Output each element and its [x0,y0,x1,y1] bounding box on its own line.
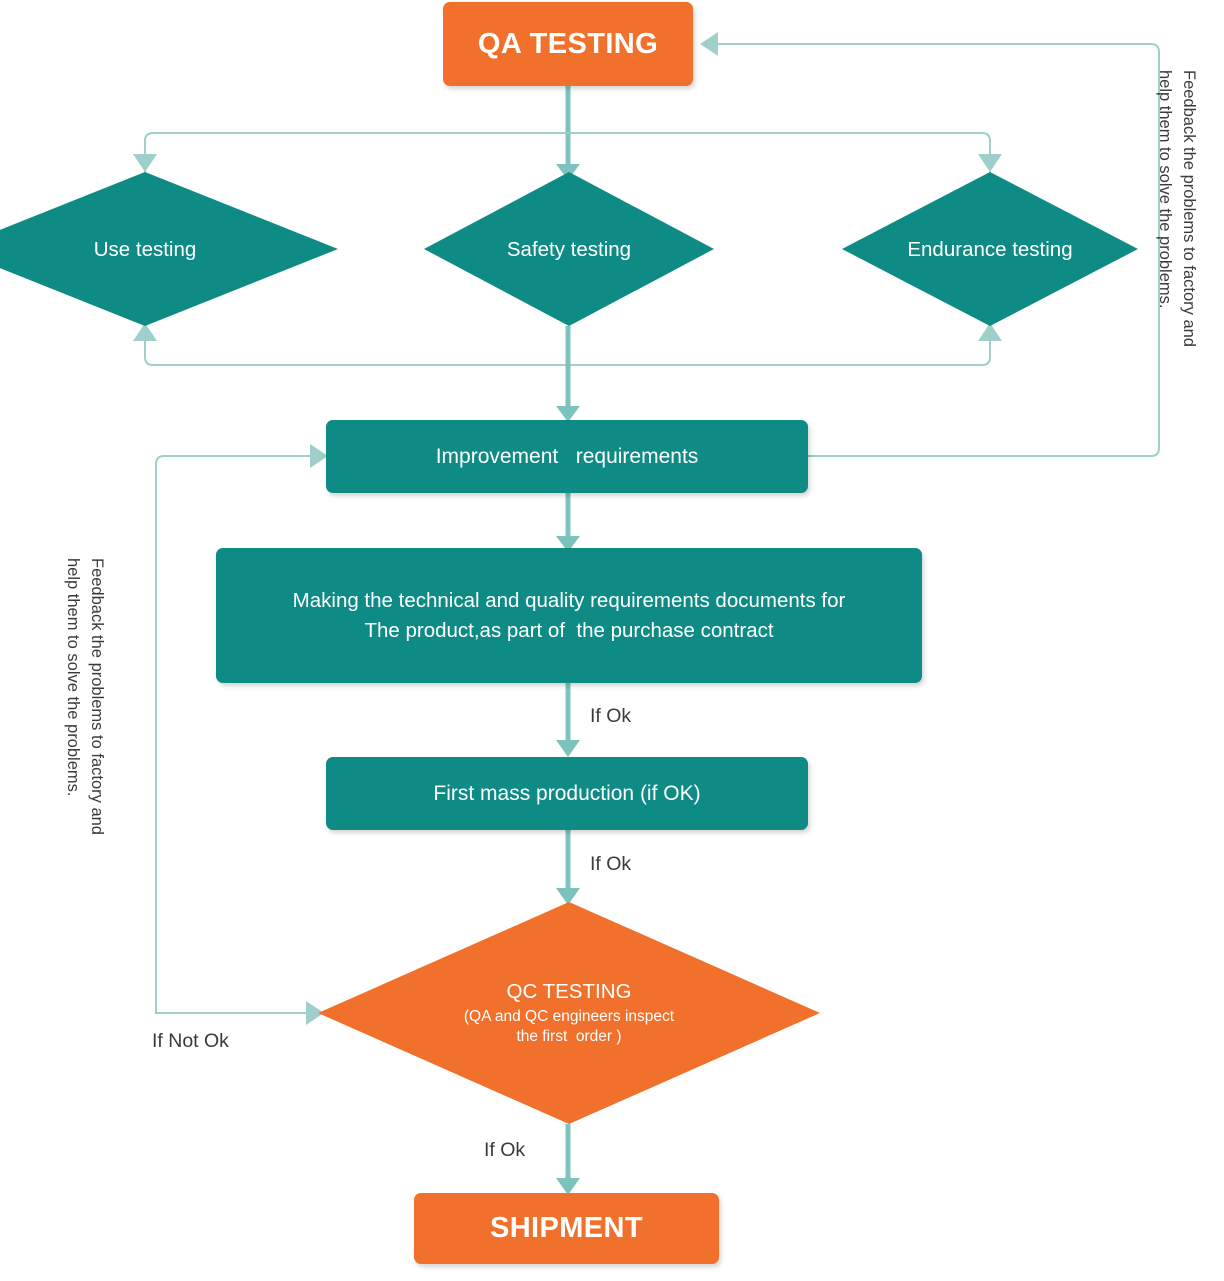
edge-bottom-return-rail [144,336,991,366]
edge-qa-split-rail [144,132,991,175]
node-qa-testing-label: QA TESTING [477,27,659,60]
node-first-mass-production[interactable]: First mass production (if OK) [326,757,808,830]
edge-label-qc-to-shipment: If Ok [484,1139,526,1161]
edge-label-documents-to-production: If Ok [590,705,632,727]
node-endurance-testing[interactable]: Endurance testing [842,172,1138,326]
edge-qc-notok-to-improvement [155,455,318,1014]
edge-label-qc-not-ok: If Not Ok [152,1030,229,1052]
node-safety-testing[interactable]: Safety testing [424,172,714,326]
node-endurance-testing-label: Endurance testing [907,237,1073,261]
arrow-into-use-testing [133,154,157,172]
node-shipment-label: SHIPMENT [489,1212,644,1244]
edge-production-to-qc [556,830,580,905]
node-improvement-requirements-label: Improvement requirements [435,444,699,468]
edge-qc-to-shipment [556,1124,580,1195]
node-first-mass-production-label: First mass production (if OK) [433,781,701,805]
edge-label-production-to-qc: If Ok [590,853,632,875]
node-use-testing-label: Use testing [93,237,197,261]
node-documents-line-2: The product,as part of the purchase cont… [364,618,774,642]
arrow-into-endurance-testing [978,154,1002,172]
node-qc-testing-subtitle-line-2: the first order ) [516,1028,622,1045]
qc-testing-label-group: QC TESTING (QA and QC engineers inspect … [418,979,719,1047]
node-qc-testing[interactable]: QC TESTING (QA and QC engineers inspect … [318,902,820,1124]
edge-safety-to-improvement [556,326,580,422]
node-qa-testing[interactable]: QA TESTING [443,2,693,86]
arrow-into-qa-testing [700,32,718,56]
node-safety-testing-label: Safety testing [506,237,632,261]
node-shipment[interactable]: SHIPMENT [414,1193,719,1264]
node-documents-line-1: Making the technical and quality require… [292,588,846,612]
edge-qa-to-safety [556,86,580,180]
node-qc-testing-subtitle-line-1: (QA and QC engineers inspect [463,1007,675,1025]
node-documents[interactable]: Making the technical and quality require… [216,548,922,683]
side-note-right-feedback: Feedback the problems to factory and hel… [1156,70,1198,347]
node-qc-testing-title: QC TESTING [506,979,632,1003]
edge-documents-to-production [556,683,580,757]
edge-improvement-to-documents [556,493,580,552]
side-note-left-feedback: Feedback the problems to factory and hel… [64,558,106,835]
node-use-testing[interactable]: Use testing [0,172,338,326]
node-improvement-requirements[interactable]: Improvement requirements [326,420,808,493]
